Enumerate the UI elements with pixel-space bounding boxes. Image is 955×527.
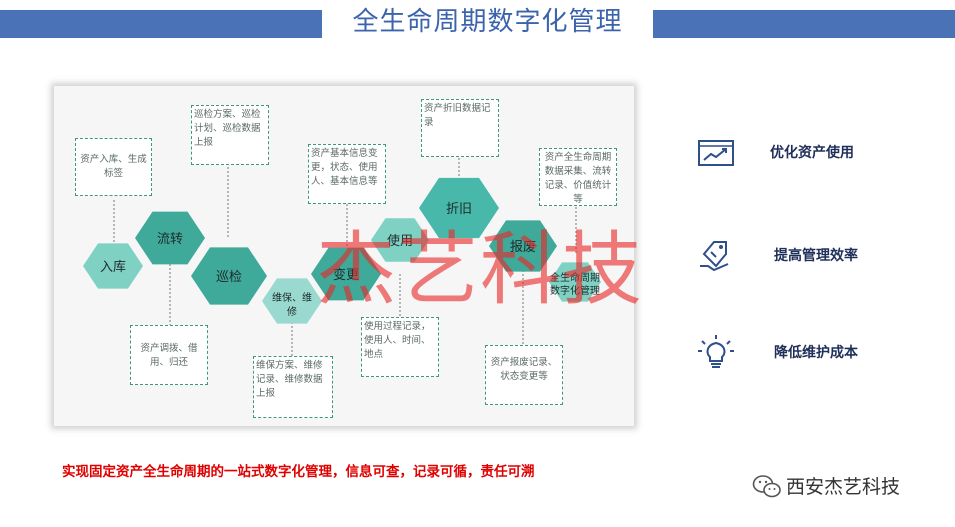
box-weibao: 维保方案、维修记录、维修数据上报	[253, 356, 333, 418]
hexagon-ruku	[83, 243, 143, 289]
hexagon-label-biangeng: 变更	[333, 267, 359, 283]
box-biangeng: 资产基本信息变更，状态、使用人、基本信息等	[308, 144, 386, 204]
hexagon-liuzhuan	[135, 211, 205, 265]
hexagon-label-baofei: 报废	[510, 239, 536, 255]
box-zhejiu: 资产折旧数据记录	[421, 99, 499, 157]
lightbulb-icon	[698, 335, 734, 368]
box-baofei: 资产报废记录、状态变更等	[485, 345, 563, 405]
hexagon-label-ruku: 入库	[100, 259, 126, 275]
caption: 实现固定资产全生命周期的一站式数字化管理，信息可查，记录可循，责任可溯	[62, 464, 535, 480]
header-bar-left	[0, 10, 322, 38]
page-title: 全生命周期数字化管理	[352, 7, 623, 37]
hexagon-biangeng	[311, 247, 381, 301]
hexagon-zhejiu	[419, 177, 499, 239]
benefit-cost: 降低维护成本	[696, 333, 936, 373]
hexagon-shiyong	[371, 218, 429, 262]
lifecycle-diagram: 入库流转巡检维保、维修变更使用折旧报废全生命周期数字化管理 资产入库、生成标签 …	[54, 86, 642, 426]
box-xunjian: 巡检方案、巡检计划、巡检数据上报	[191, 105, 269, 165]
box-liuzhuan: 资产调拨、借用、归还	[130, 325, 208, 385]
benefit-label-optimize: 优化资产使用	[770, 145, 854, 161]
brand: 西安杰艺科技	[752, 470, 942, 504]
tag-hand-icon	[700, 241, 729, 272]
chart-growth-icon	[698, 140, 734, 166]
hexagon-label-quanzhouqi: 全生命周期数字化管理	[550, 271, 600, 297]
hexagon-label-shiyong: 使用	[387, 233, 413, 249]
box-ruku: 资产入库、生成标签	[75, 138, 152, 196]
hexagon-label-liuzhuan: 流转	[157, 232, 183, 247]
header-bar-right	[653, 10, 955, 38]
hexagon-label-xunjian: 巡检	[216, 270, 242, 285]
box-quanzhouqi: 资产全生命周期数据采集、流转记录、价值统计等	[539, 148, 617, 206]
benefit-optimize: 优化资产使用	[696, 133, 936, 173]
hexagon-label-zhejiu: 折旧	[446, 202, 472, 217]
benefit-label-cost: 降低维护成本	[774, 345, 858, 361]
hexagon-label-weibao: 维保、维修	[272, 291, 312, 318]
hexagon-weibao	[262, 278, 322, 324]
hexagon-baofei	[489, 220, 557, 272]
watermark: 杰艺科技	[316, 223, 644, 316]
brand-name: 西安杰艺科技	[786, 476, 901, 498]
benefit-label-efficiency: 提高管理效率	[774, 248, 858, 264]
hexagon-quanzhouqi	[549, 262, 601, 302]
hexagon-xunjian	[191, 247, 267, 305]
wechat-icon	[752, 475, 781, 498]
box-shiyong: 使用过程记录，使用人、时间、地点	[361, 317, 439, 377]
benefit-efficiency: 提高管理效率	[696, 236, 936, 276]
